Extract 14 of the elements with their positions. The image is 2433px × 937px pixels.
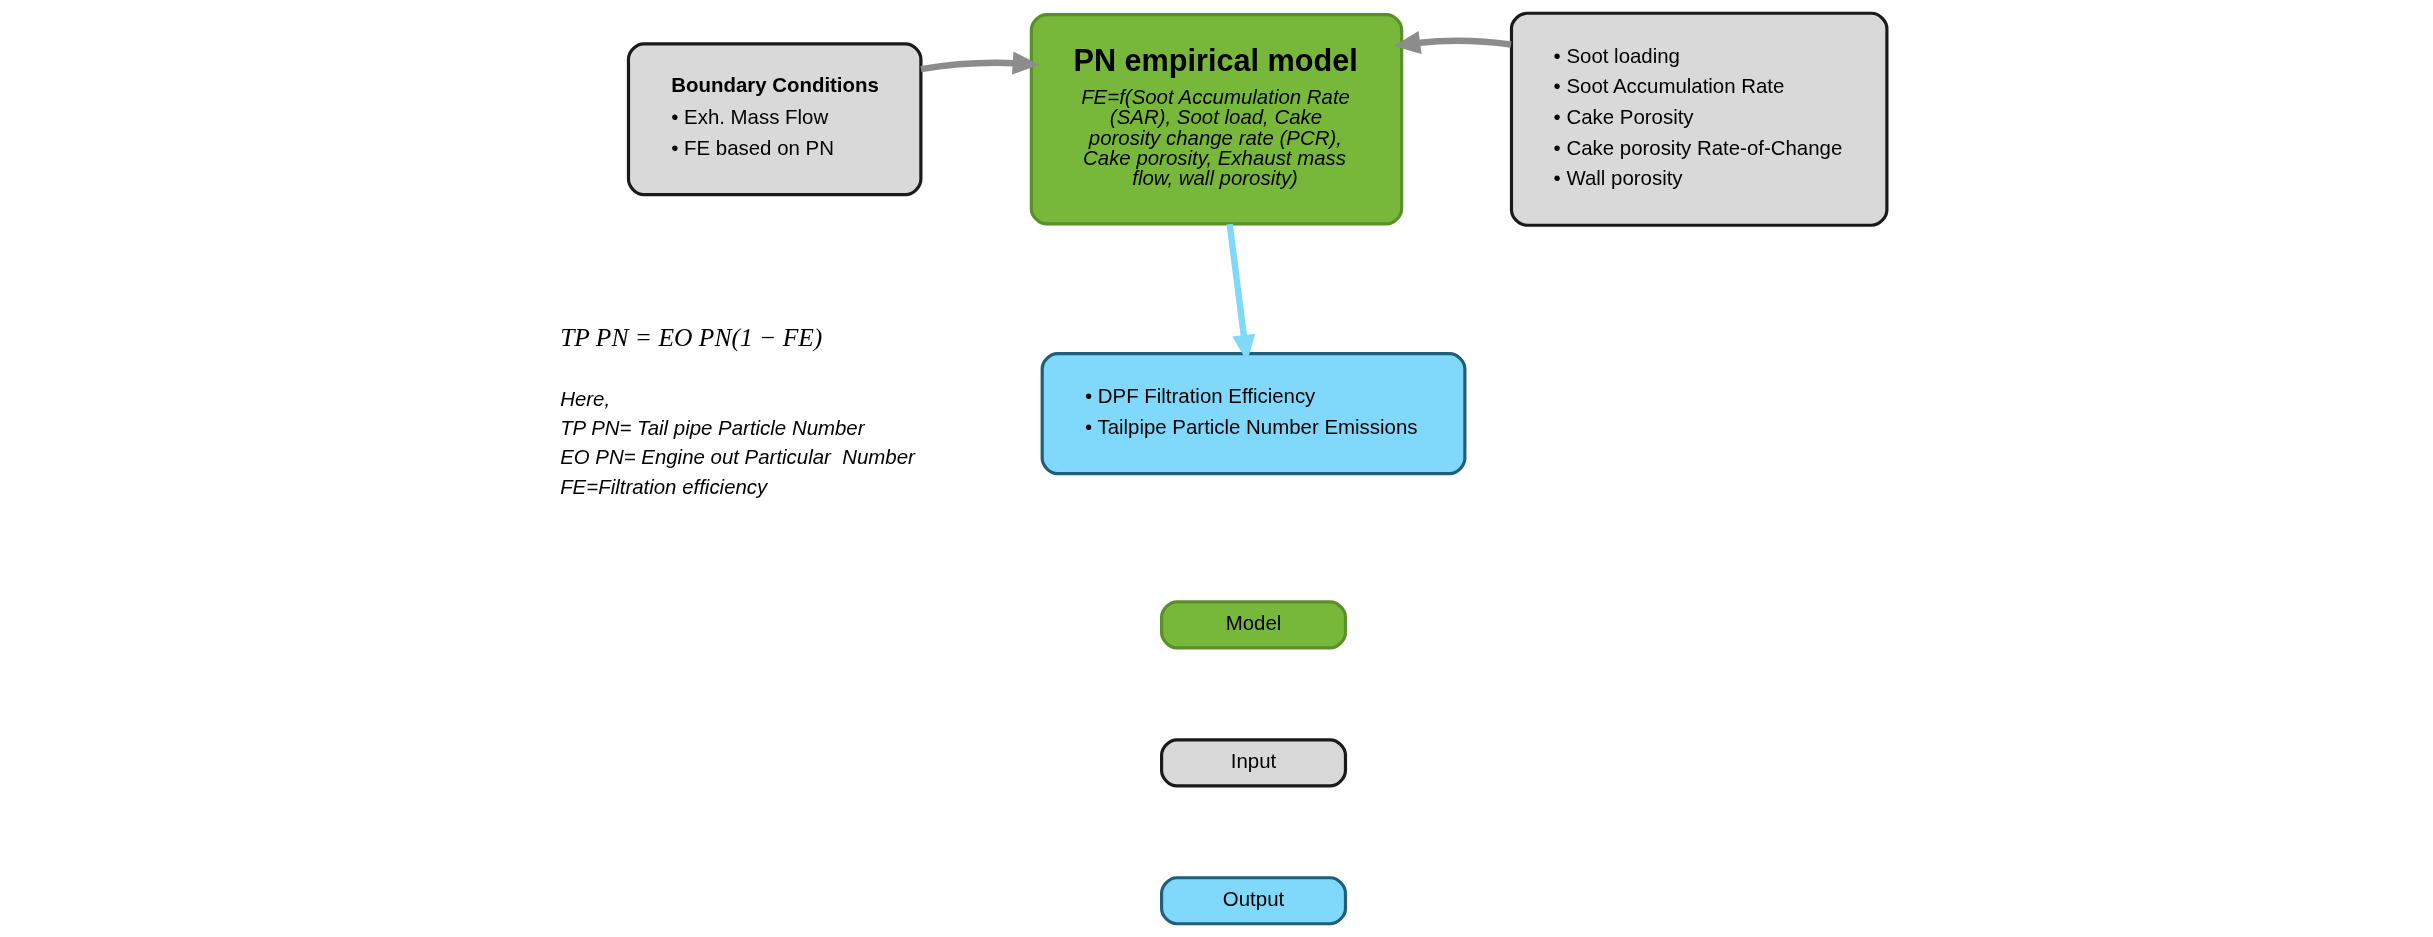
label: Here, [560, 387, 611, 410]
arrow [920, 51, 1040, 75]
arrow [1393, 31, 1512, 55]
node-box: • Soot loading • Soot Accumulation Rate • Cake Porosity • Cake porosity Rate-of-Change • Wall porosity [1509, 11, 1889, 227]
label: FE=Filtration efficiency [560, 475, 768, 498]
label: TP PN = EO PN(1 − FE) [560, 322, 823, 352]
node-box: Boundary Conditions • Exh. Mass Flow • FE based on PN [626, 42, 923, 197]
legend-label: Model [1225, 611, 1282, 634]
node-box: PN empirical model FE=f(Soot Accumulation Rate (SAR), Soot load, Cake porosity change rate (PCR), Cake porosity, Exhaust mass flow, wall porosity) [1029, 12, 1404, 226]
legend-label: Output [1222, 887, 1285, 910]
label: EO PN= Engine out Particular Number [560, 446, 915, 469]
node-box: • DPF Filtration Efficiency • Tailpipe Particle Number Emissions [1040, 352, 1467, 476]
label: TP PN= Tail pipe Particle Number [560, 417, 865, 440]
legend-label: Input [1230, 749, 1277, 772]
